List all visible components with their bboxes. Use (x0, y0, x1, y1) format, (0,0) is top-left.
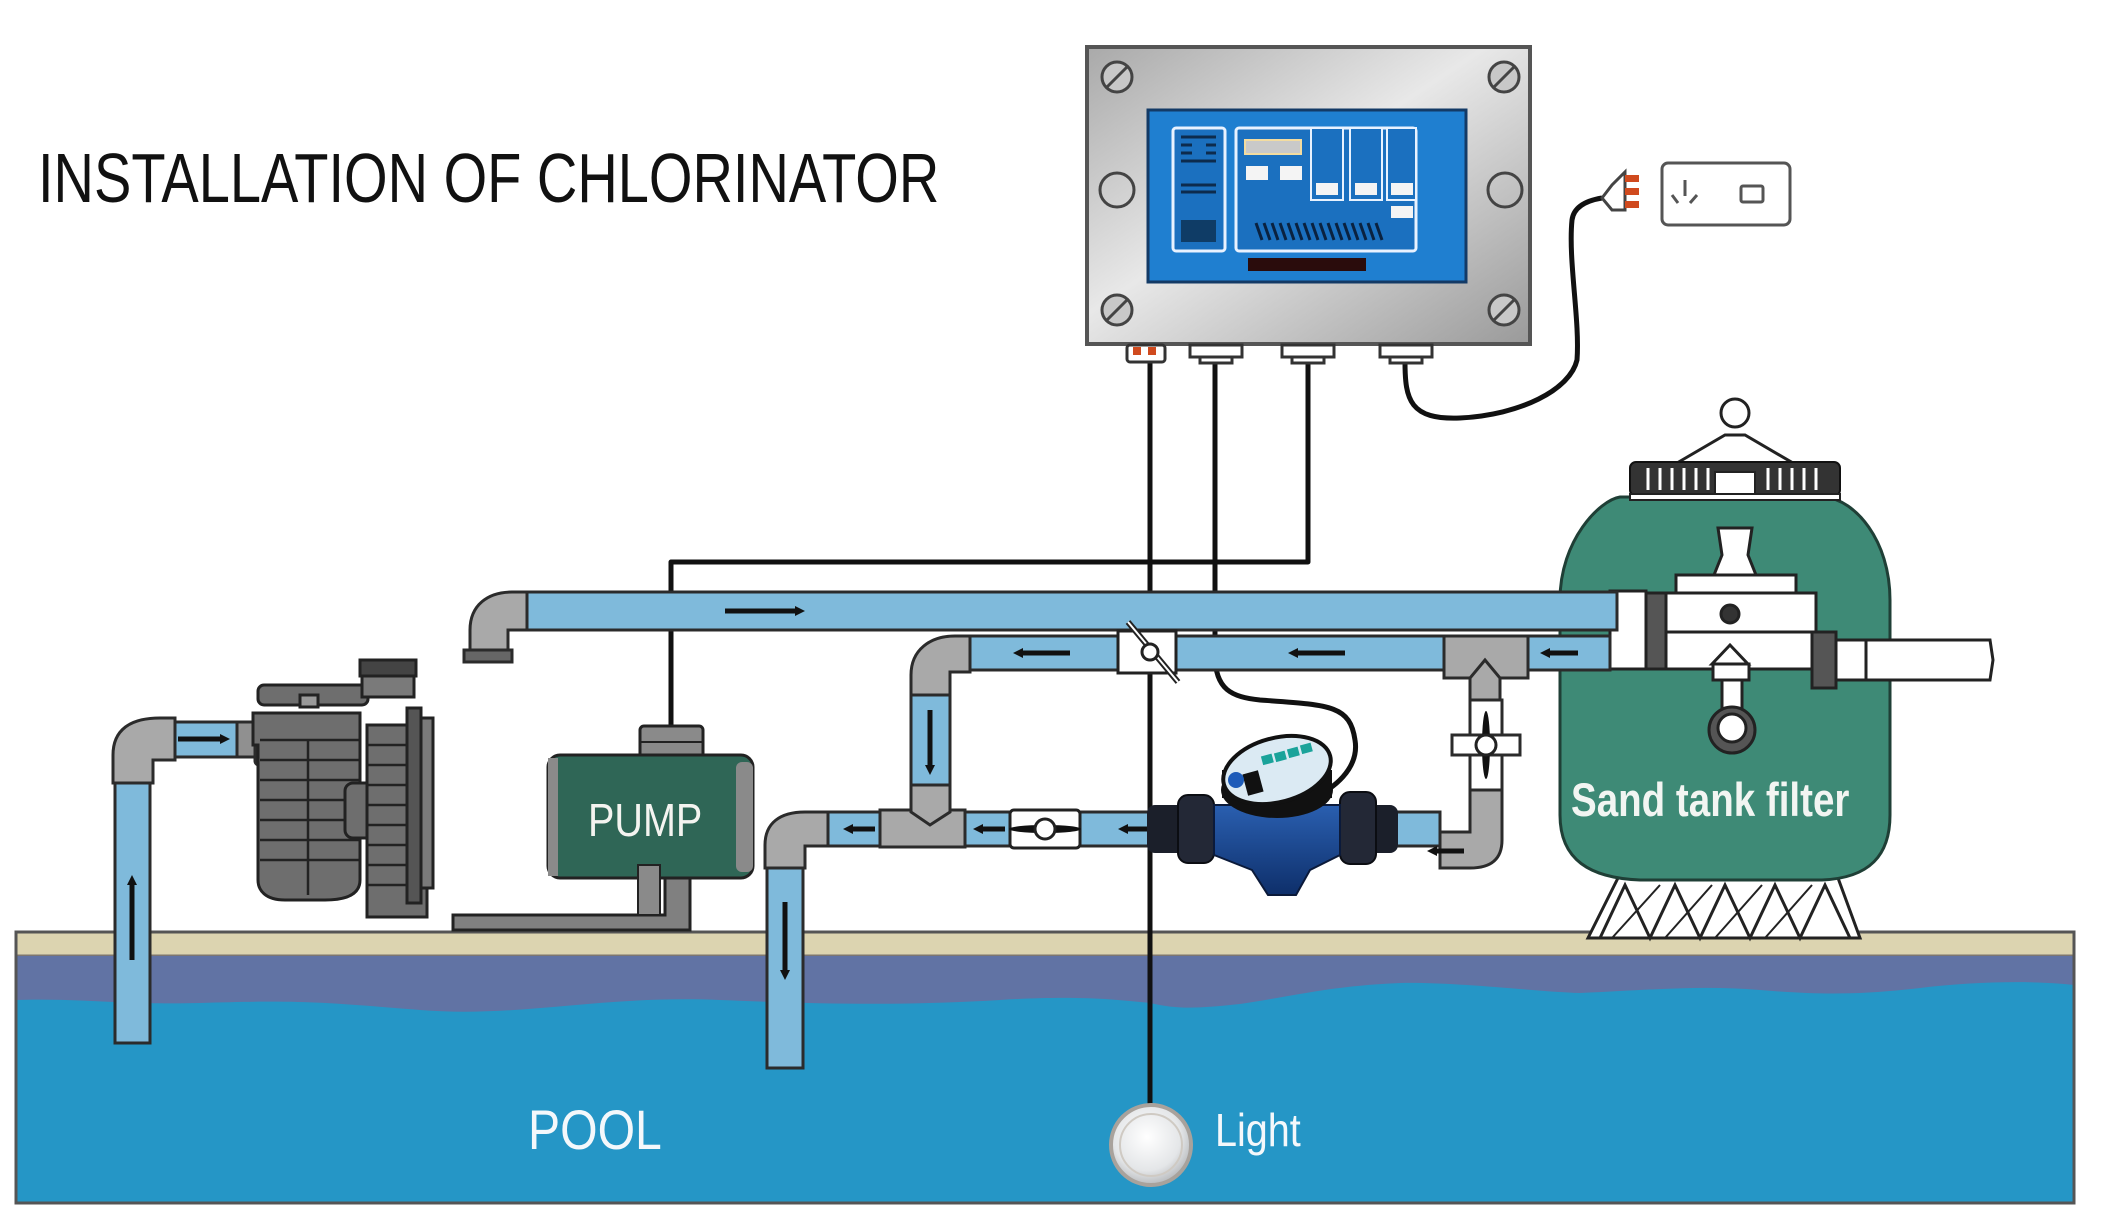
light-label: Light (1215, 1104, 1301, 1156)
discharge-elbow (468, 590, 529, 652)
pool-light[interactable] (1109, 1103, 1193, 1187)
display-window (1244, 139, 1302, 155)
pump-wire (668, 362, 1311, 728)
cell-body (1213, 804, 1341, 896)
pool-water (16, 982, 2074, 1203)
suction-elbow (111, 716, 177, 785)
button-up (1280, 166, 1302, 180)
return-riser-pipe (765, 866, 805, 1070)
strainer-housing (251, 683, 377, 902)
power-outlet[interactable] (1600, 161, 1792, 227)
pump-label: PUMP (588, 794, 703, 846)
ball-valve-bottom[interactable] (1008, 808, 1082, 850)
wiring (668, 195, 1603, 1105)
cell-display (1228, 742, 1313, 796)
page-title: INSTALLATION OF CHLORINATOR (38, 139, 940, 217)
light-icon (1109, 1103, 1193, 1187)
screw-icon (1098, 60, 1524, 327)
filter-lid (1629, 397, 1841, 501)
return-drop-elbow (763, 810, 830, 870)
cell-wire (1212, 362, 1358, 798)
pool (14, 930, 2076, 1205)
power-plug-icon (1600, 168, 1639, 212)
sand-filter[interactable] (1558, 397, 1995, 942)
cell-inlet-pipe (1393, 810, 1442, 848)
wall-socket (1660, 161, 1792, 227)
pump-to-filter-pipe (525, 590, 1619, 632)
filter-stand (1585, 876, 1863, 942)
return-left-elbow (909, 634, 972, 697)
pump-volute (358, 658, 435, 919)
ball-valve-right[interactable] (1474, 711, 1498, 779)
pool-label: POOL (528, 1098, 662, 1161)
ball-valve-top[interactable] (1116, 620, 1181, 684)
pump[interactable] (251, 658, 755, 932)
right-elbow (1438, 788, 1504, 870)
button-down (1246, 166, 1268, 180)
control-screen (1146, 108, 1468, 284)
salt-cell[interactable] (1147, 725, 1398, 896)
pool-outline (14, 930, 2076, 1205)
control-box[interactable] (1085, 45, 1532, 365)
socket-icon (1670, 180, 1765, 204)
status-bar (1248, 258, 1366, 271)
cable-glands (1125, 343, 1434, 365)
power-cord (1402, 195, 1603, 421)
sand-filter-label: Sand tank filter (1571, 773, 1850, 826)
flow-arrows (127, 606, 1578, 980)
